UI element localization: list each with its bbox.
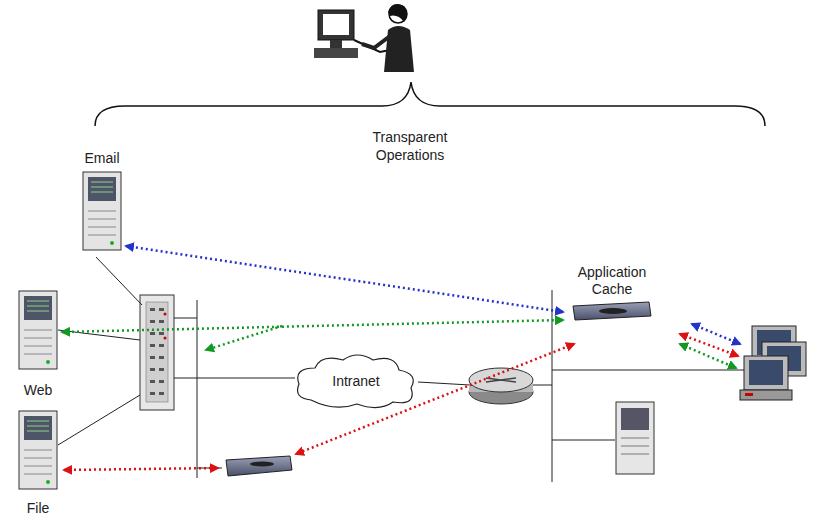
server-icon bbox=[18, 410, 58, 490]
router bbox=[469, 368, 533, 404]
server-icon bbox=[18, 290, 58, 370]
server-label: Web bbox=[24, 382, 53, 399]
dotted-connector bbox=[62, 320, 563, 332]
intranet-cloud: Intranet bbox=[291, 352, 421, 410]
dotted-connector bbox=[126, 246, 563, 312]
cache-appliance bbox=[571, 300, 653, 322]
network-switch bbox=[140, 295, 174, 410]
network-wires bbox=[58, 257, 745, 482]
user-figure bbox=[314, 4, 414, 72]
server-label: File bbox=[27, 500, 50, 517]
application-cache: Application Cache bbox=[567, 264, 657, 322]
device-label: Application Cache bbox=[567, 264, 657, 298]
server-icon bbox=[616, 402, 654, 474]
cloud-label: Intranet bbox=[332, 373, 379, 390]
server-label: Email bbox=[84, 150, 119, 167]
bracket bbox=[95, 82, 765, 126]
web-server: Web bbox=[18, 290, 58, 399]
server-icon bbox=[82, 171, 122, 251]
caption-label: Transparent Operations bbox=[345, 128, 475, 164]
file-server: File bbox=[18, 410, 58, 517]
traffic-flows bbox=[64, 324, 740, 470]
client-computers bbox=[740, 326, 806, 400]
cache-appliance bbox=[226, 456, 292, 476]
email-server: Email bbox=[82, 150, 122, 251]
